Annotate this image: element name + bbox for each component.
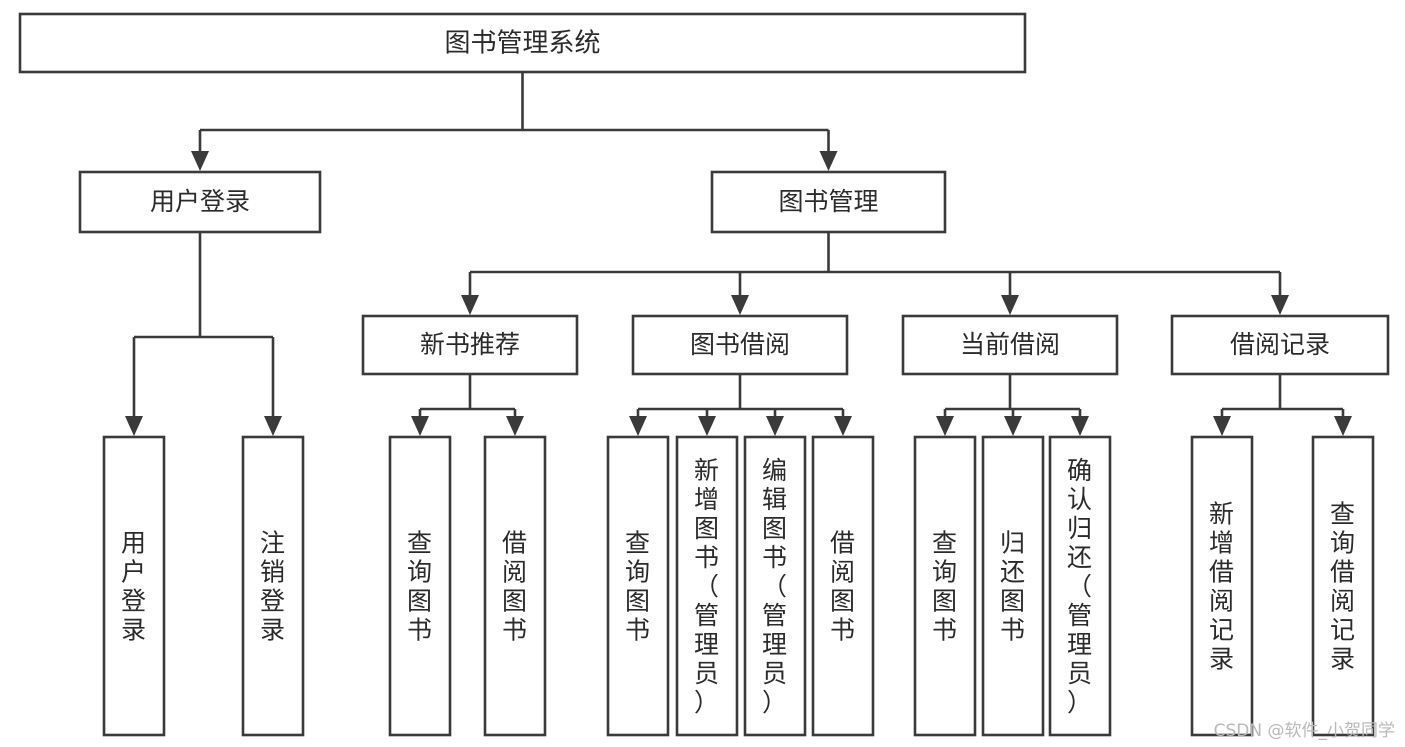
arrowhead-icon-leaf-query-book-3 — [936, 416, 954, 436]
node-label-vertical: 借阅图书 — [502, 529, 528, 645]
leaf-node-leaf-borrow-book-2[interactable]: 借阅图书 — [811, 435, 875, 737]
arrowhead-icon-borrow-record — [1271, 295, 1289, 315]
node-label-vertical: 确认归还（管理员） — [1067, 456, 1093, 717]
arrowhead-icon-book-management — [819, 151, 838, 171]
node-box[interactable] — [78, 170, 322, 234]
node-layer: 图书管理系统用户登录图书管理新书推荐图书借阅当前借阅借阅记录用户登录注销登录查询… — [18, 12, 1390, 737]
arrowhead-icon-leaf-query-record — [1334, 416, 1352, 436]
arrowhead-icon-leaf-edit-book — [766, 416, 784, 436]
node-box[interactable] — [102, 435, 166, 737]
node-box[interactable] — [606, 435, 670, 737]
leaf-node-leaf-add-record[interactable]: 新增借阅记录 — [1190, 435, 1254, 737]
node-box[interactable] — [1190, 435, 1254, 737]
arrowhead-icon-leaf-borrow-book-1 — [506, 416, 524, 436]
node-label: 新书推荐 — [420, 330, 520, 359]
node-label-vertical: 查询图书 — [625, 529, 651, 645]
arrowhead-icon-current-borrow — [1001, 295, 1019, 315]
leaf-node-leaf-borrow-book-1[interactable]: 借阅图书 — [483, 435, 547, 737]
level3-node-new-book-recommend[interactable]: 新书推荐 — [361, 314, 579, 376]
leaf-node-leaf-query-book-2[interactable]: 查询图书 — [606, 435, 670, 737]
node-box[interactable] — [710, 170, 947, 234]
arrowhead-icon-book-borrow — [731, 295, 749, 315]
node-label-vertical: 归还图书 — [1000, 529, 1026, 645]
level2-node-user-login[interactable]: 用户登录 — [78, 170, 322, 234]
leaf-node-leaf-user-login[interactable]: 用户登录 — [102, 435, 166, 737]
node-box[interactable] — [388, 435, 452, 737]
node-box[interactable] — [1048, 435, 1112, 737]
leaf-node-leaf-return-book[interactable]: 归还图书 — [981, 435, 1045, 737]
node-label: 图书管理 — [778, 187, 878, 216]
node-box[interactable] — [675, 435, 739, 737]
node-label-vertical: 查询借阅记录 — [1330, 500, 1356, 674]
arrowhead-icon-leaf-logout — [264, 416, 282, 436]
title-node-undefined[interactable]: 图书管理系统 — [18, 12, 1027, 74]
node-box[interactable] — [241, 435, 305, 737]
leaf-node-leaf-query-record[interactable]: 查询借阅记录 — [1311, 435, 1375, 737]
arrowhead-icon-leaf-user-login — [125, 416, 143, 436]
node-label-vertical: 新增图书（管理员） — [694, 456, 720, 717]
node-box[interactable] — [361, 314, 579, 376]
node-label-vertical: 查询图书 — [932, 529, 958, 645]
arrowhead-icon-leaf-query-book-2 — [629, 416, 647, 436]
arrowhead-icon-new-book-recommend — [461, 295, 479, 315]
connector-layer — [125, 72, 1352, 436]
node-box[interactable] — [631, 314, 849, 376]
arrowhead-icon-leaf-add-book — [698, 416, 716, 436]
node-label-vertical: 新增借阅记录 — [1209, 500, 1235, 674]
node-box[interactable] — [901, 314, 1119, 376]
node-box[interactable] — [483, 435, 547, 737]
arrowhead-icon-leaf-query-book-1 — [411, 416, 429, 436]
level3-node-book-borrow[interactable]: 图书借阅 — [631, 314, 849, 376]
node-box[interactable] — [981, 435, 1045, 737]
node-label: 图书管理系统 — [444, 29, 600, 59]
arrowhead-icon-leaf-add-record — [1213, 416, 1231, 436]
node-box[interactable] — [811, 435, 875, 737]
node-box[interactable] — [1311, 435, 1375, 737]
arrowhead-icon-leaf-borrow-book-2 — [834, 416, 852, 436]
node-label-vertical: 编辑图书（管理员） — [762, 456, 788, 717]
leaf-node-leaf-confirm-return[interactable]: 确认归还（管理员） — [1048, 435, 1112, 737]
arrowhead-icon-user-login — [191, 151, 209, 171]
node-box[interactable] — [743, 435, 807, 737]
node-label: 当前借阅 — [960, 330, 1060, 359]
node-label: 用户登录 — [150, 187, 250, 216]
leaf-node-leaf-add-book[interactable]: 新增图书（管理员） — [675, 435, 739, 737]
leaf-node-leaf-query-book-1[interactable]: 查询图书 — [388, 435, 452, 737]
arrowhead-icon-leaf-confirm-return — [1071, 416, 1089, 436]
level2-node-book-management[interactable]: 图书管理 — [710, 170, 947, 234]
arrowhead-icon-leaf-return-book — [1004, 416, 1022, 436]
node-label-vertical: 注销登录 — [260, 529, 286, 645]
level3-node-current-borrow[interactable]: 当前借阅 — [901, 314, 1119, 376]
node-box[interactable] — [1170, 314, 1390, 376]
node-label: 图书借阅 — [690, 330, 790, 359]
node-box[interactable] — [913, 435, 977, 737]
level3-node-borrow-record[interactable]: 借阅记录 — [1170, 314, 1390, 376]
node-box[interactable] — [18, 12, 1027, 74]
node-label-vertical: 借阅图书 — [830, 529, 856, 645]
leaf-node-leaf-query-book-3[interactable]: 查询图书 — [913, 435, 977, 737]
node-label-vertical: 查询图书 — [407, 529, 433, 645]
leaf-node-leaf-logout[interactable]: 注销登录 — [241, 435, 305, 737]
node-label: 借阅记录 — [1230, 330, 1330, 359]
node-label-vertical: 用户登录 — [121, 529, 147, 645]
leaf-node-leaf-edit-book[interactable]: 编辑图书（管理员） — [743, 435, 807, 737]
